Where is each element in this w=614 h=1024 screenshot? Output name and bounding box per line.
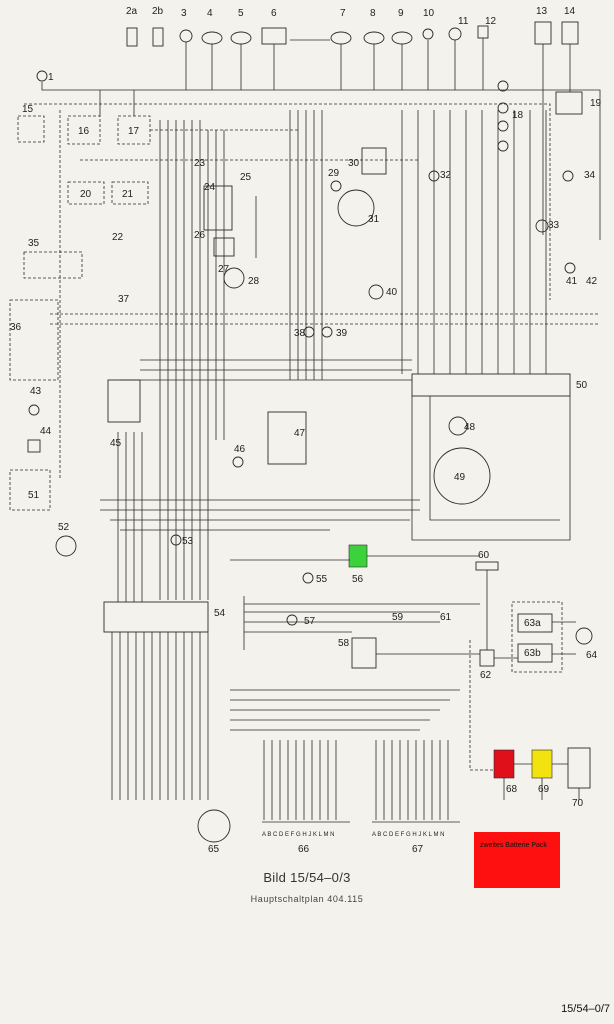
highlighted-components [348,544,553,779]
label-39: 39 [336,328,348,339]
label-17: 17 [128,126,140,137]
label-21: 21 [122,189,134,200]
label-24: 24 [204,182,216,193]
label-49: 49 [454,472,466,483]
label-7: 7 [340,8,346,19]
label-32: 32 [440,170,452,181]
label-23: 23 [194,158,206,169]
label-34: 34 [584,170,596,181]
label-28: 28 [248,276,260,287]
label-6: 6 [271,8,277,19]
label-70: 70 [572,798,584,809]
label-2a: 2a [126,6,138,17]
label-16: 16 [78,126,90,137]
label-47: 47 [294,428,306,439]
label-64: 64 [586,650,598,661]
second-battery-pack-note: zweites Batterie Pack [474,832,560,888]
label-45: 45 [110,438,122,449]
label-62: 62 [480,670,492,681]
label-14: 14 [564,6,576,17]
label-66: 66 [298,844,310,855]
label-68: 68 [506,784,518,795]
right-components [411,80,583,397]
label-48: 48 [464,422,476,433]
label-56: 56 [352,574,364,585]
battery-68-highlight [493,749,515,779]
label-1: 1 [48,72,54,83]
label-55: 55 [316,574,328,585]
label-63b: 63b [524,648,541,659]
label-58: 58 [338,638,350,649]
top-components [126,21,579,47]
label-52: 52 [58,522,70,533]
label-8: 8 [370,8,376,19]
note-text: zweites Batterie Pack [480,842,547,849]
label-60: 60 [478,550,490,561]
label-9: 9 [398,8,404,19]
label-42: 42 [586,276,598,287]
label-13: 13 [536,6,548,17]
label-43: 43 [30,386,42,397]
label-18: 18 [512,110,524,121]
label-27: 27 [218,264,230,275]
label-67: 67 [412,844,424,855]
fuse-56-highlight [348,544,368,568]
label-10: 10 [423,8,435,19]
label-50: 50 [576,380,588,391]
label-26: 26 [194,230,206,241]
label-19: 19 [590,98,602,109]
connector-67-letters: A B C D E F G H J K L M N [372,832,444,838]
label-33: 33 [548,220,560,231]
label-57: 57 [304,616,316,627]
page-reference: 15/54–0/7 [561,1003,610,1015]
label-36: 36 [10,322,22,333]
label-53: 53 [182,536,194,547]
component-labels: 1 2a 2b 3 4 5 6 7 8 9 10 11 12 13 14 15 … [10,6,602,855]
lower-components [103,561,593,843]
label-25: 25 [240,172,252,183]
label-51: 51 [28,490,40,501]
label-54: 54 [214,608,226,619]
label-3: 3 [181,8,187,19]
label-20: 20 [80,189,92,200]
figure-title: Bild 15/54–0/3 [263,870,351,885]
label-35: 35 [28,238,40,249]
label-15: 15 [22,104,34,115]
label-12: 12 [485,16,497,27]
label-59: 59 [392,612,404,623]
label-4: 4 [207,8,213,19]
label-37: 37 [118,294,130,305]
label-46: 46 [234,444,246,455]
label-61: 61 [440,612,452,623]
label-2b: 2b [152,6,164,17]
connector-66-letters: A B C D E F G H J K L M N [262,832,334,838]
label-41: 41 [566,276,578,287]
label-29: 29 [328,168,340,179]
label-65: 65 [208,844,220,855]
label-22: 22 [112,232,124,243]
label-63a: 63a [524,618,541,629]
battery-69-highlight [531,749,553,779]
label-44: 44 [40,426,52,437]
label-31: 31 [368,214,380,225]
center-components [170,147,491,546]
label-38: 38 [294,328,306,339]
label-5: 5 [238,8,244,19]
wiring-harness [24,38,601,820]
label-69: 69 [538,784,550,795]
label-30: 30 [348,158,360,169]
figure-subtitle: Hauptschaltplan 404.115 [250,894,364,904]
left-components [9,70,151,557]
label-40: 40 [386,287,398,298]
label-11: 11 [458,16,469,27]
